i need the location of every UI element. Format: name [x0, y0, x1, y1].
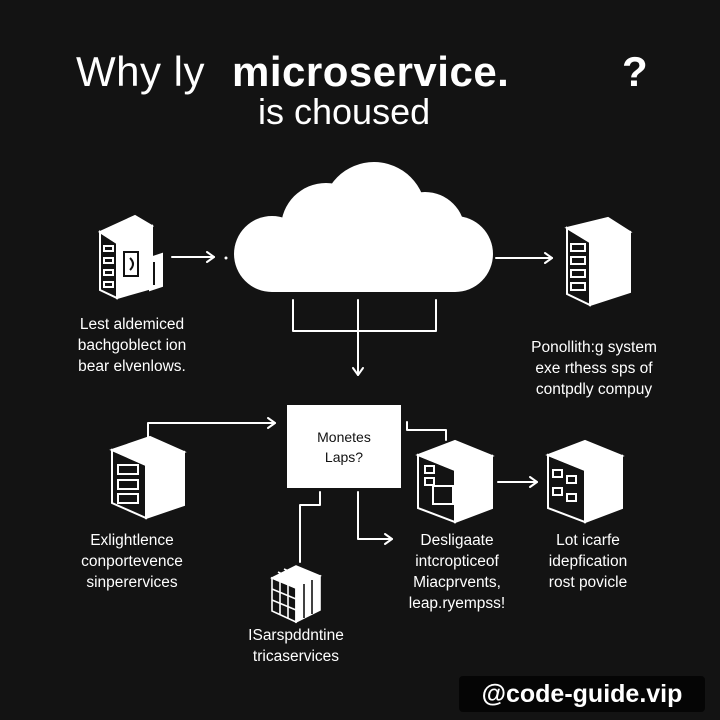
title-question-mark: ?	[622, 48, 649, 95]
page-subtitle: is choused	[258, 91, 431, 132]
arrow-left-to-box	[147, 417, 276, 448]
title-prefix: Why ly	[76, 48, 205, 95]
node-label-left-mid: Exlightlence conportevence sinperervices	[81, 532, 183, 591]
arrow-left-to-cloud	[171, 251, 215, 263]
cube-stack-icon	[270, 565, 322, 624]
watermark-badge: @code-guide.vip	[459, 676, 705, 712]
title-emphasis: microservice.	[232, 48, 510, 95]
building-icon	[97, 214, 163, 300]
cloud-icon	[234, 162, 493, 292]
arrow-cloud-to-right	[495, 252, 553, 264]
box-icon-right	[545, 439, 625, 524]
box-icon-left	[109, 435, 187, 520]
connector-box-to-bottom	[299, 491, 321, 563]
center-box: Monetes Laps?	[287, 405, 401, 488]
arrow-cloud-to-box	[352, 299, 364, 376]
node-label-left-top: Lest aldemiced bachgoblect ion bear elve…	[77, 316, 187, 375]
server-rack-icon	[564, 216, 633, 307]
arrow-box-to-right-node	[497, 476, 538, 488]
node-label-center-mid: Desligaate intcropticeof Miacprvents, le…	[408, 532, 506, 612]
arrow-box-to-caption	[357, 491, 393, 545]
node-label-right-top: Ponollith:g system exe rthess sps of con…	[531, 339, 657, 398]
connector-box-to-right	[406, 421, 447, 441]
box-icon-center	[415, 439, 495, 524]
node-label-right-mid: Lot icarfe idepfication rost povicle	[548, 532, 628, 591]
node-label-bottom: ISarspddntine tricaservices	[248, 627, 344, 665]
cloud-bracket	[292, 299, 437, 332]
